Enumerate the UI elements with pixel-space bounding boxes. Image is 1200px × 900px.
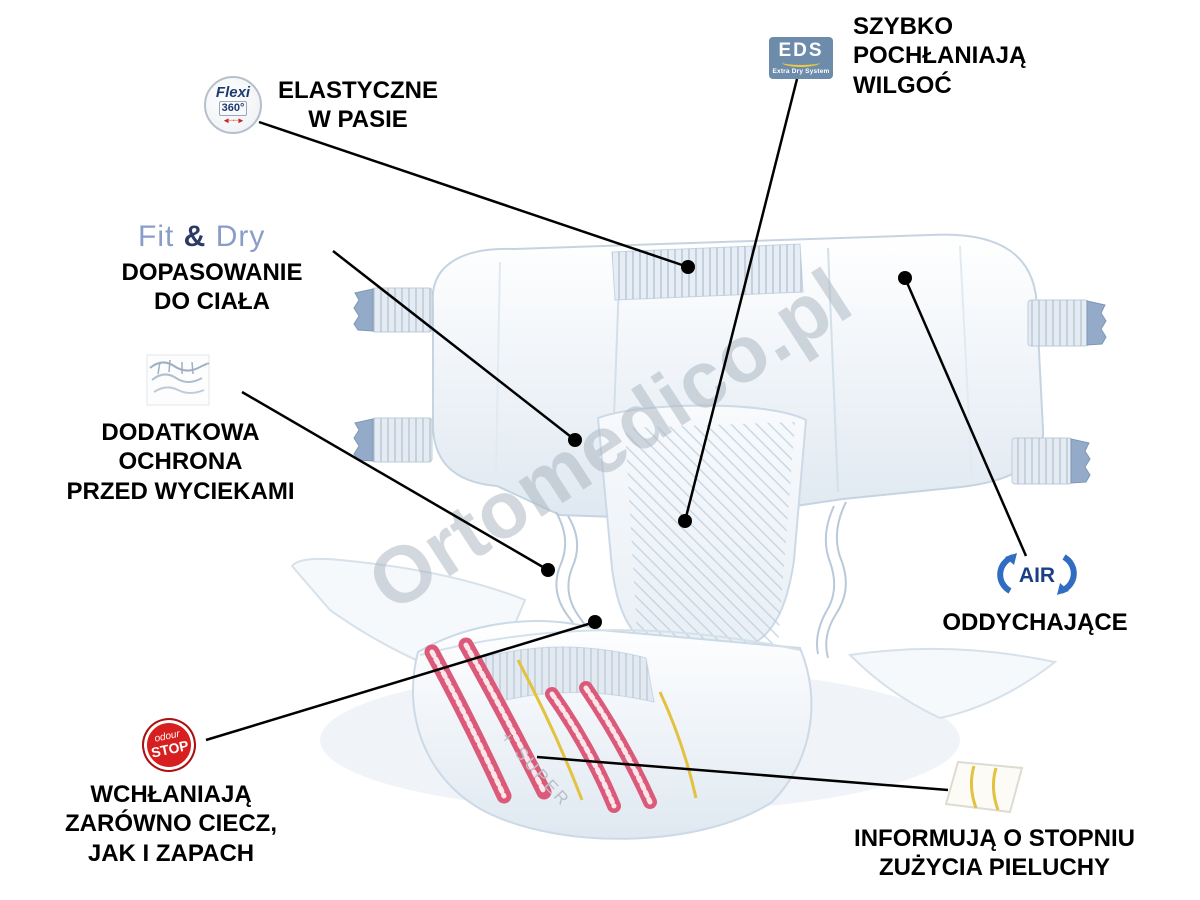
fitdry-word2: Dry [215, 220, 266, 253]
eds-badge: EDS Extra Dry System [769, 37, 833, 79]
leak-guard-icon [146, 354, 210, 406]
seam-right [827, 247, 839, 493]
right-side-flap [847, 647, 1058, 720]
label-leak-protection: DODATKOWA OCHRONA PRZED WYCIEKAMI [66, 419, 295, 505]
usage-indicator-icon [944, 758, 1028, 816]
flexi-badge-title: Flexi [215, 84, 251, 102]
fitdry-ampersand: & [183, 220, 207, 253]
label-breathable: ODDYCHAJĄCE [942, 609, 1128, 636]
label-body-fit: DOPASOWANIE DO CIAŁA [121, 259, 303, 316]
label-elastic-waist: ELASTYCZNE W PASIE [277, 77, 438, 134]
flexi-badge-360: 360° [218, 101, 248, 116]
air-badge: AIR [993, 551, 1081, 597]
fit-and-dry-logo: Fit & Dry [138, 220, 338, 254]
eds-badge-title: EDS [778, 40, 824, 61]
eds-badge-subtitle: Extra Dry System [772, 68, 830, 75]
flexi-360-badge: Flexi 360° ◄┈┈► [204, 76, 262, 134]
fitdry-word1: Fit [138, 220, 175, 253]
flexi-arrows-icon: ◄┈┈► [222, 115, 244, 125]
eds-swoosh-icon [782, 58, 820, 67]
left-tapes [353, 287, 433, 463]
label-odour-liquid: WCHŁANIAJĄ ZARÓWNO CIECZ, JAK I ZAPACH [65, 781, 277, 867]
label-usage-indicator: INFORMUJĄ O STOPNIU ZUŻYCIA PIELUCHY [854, 825, 1135, 882]
air-badge-label: AIR [1019, 564, 1055, 587]
label-quick-absorb: SZYBKO POCHŁANIAJĄ WILGOĆ [853, 13, 1027, 99]
air-arrowhead-right-icon [1057, 583, 1069, 595]
